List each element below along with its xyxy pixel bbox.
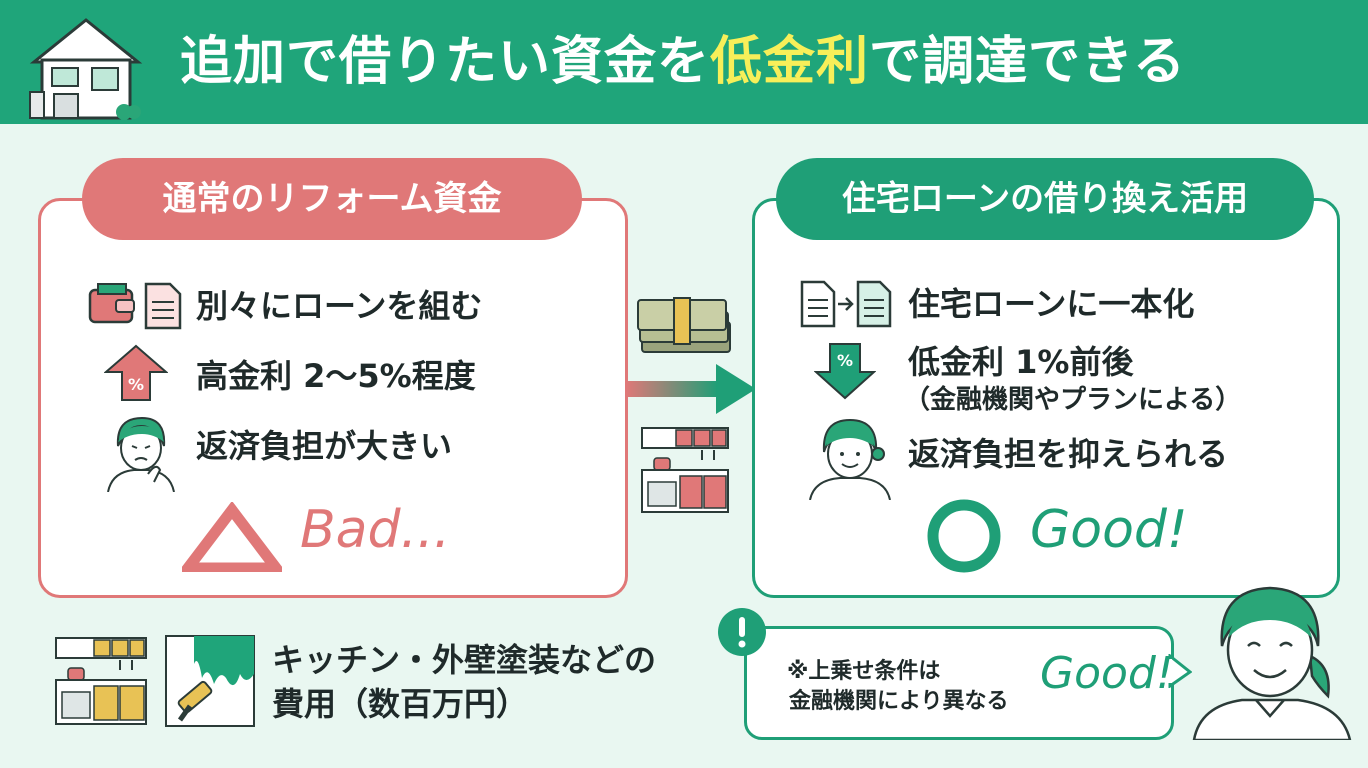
worried-person-icon — [107, 416, 175, 492]
svg-text:%: % — [837, 351, 853, 370]
right-row-low-interest-note: （金融機関やプランによる） — [904, 385, 1242, 415]
right-row-unify-loan: 住宅ローンに一本化 — [908, 285, 1195, 323]
wallet-document-icon — [88, 282, 182, 330]
triangle-icon — [182, 502, 282, 572]
header-bar: 追加で借りたい資金を低金利で調達できる — [0, 0, 1368, 124]
circle-icon — [927, 499, 1001, 573]
right-row-reduced-burden: 返済負担を抑えられる — [908, 435, 1229, 473]
documents-merge-icon — [800, 280, 892, 328]
smiling-woman-icon — [1192, 586, 1352, 740]
arrow-right-icon — [626, 364, 756, 414]
note-good-label: Good! — [1040, 648, 1174, 699]
refinance-card — [752, 198, 1340, 598]
left-row-separate-loans: 別々にローンを組む — [196, 287, 483, 325]
kitchen-icon — [641, 427, 729, 513]
bad-label: Bad... — [300, 500, 451, 560]
note-bubble: ※上乗せ条件は 金融機関により異なる — [744, 626, 1174, 740]
svg-text:%: % — [128, 375, 144, 394]
right-row-low-interest: 低金利 1%前後 — [908, 343, 1134, 381]
good-label: Good! — [1030, 500, 1188, 560]
left-row-high-interest: 高金利 2〜5%程度 — [196, 357, 476, 395]
percent-down-arrow-icon: % — [814, 343, 876, 400]
money-stack-icon — [637, 297, 731, 353]
paint-roller-icon — [165, 635, 255, 727]
percent-up-arrow-icon: % — [104, 344, 168, 401]
page-title: 追加で借りたい資金を低金利で調達できる — [180, 32, 1186, 92]
title-highlight: 低金利 — [710, 32, 870, 92]
smiling-person-icon — [809, 418, 891, 500]
note-text: ※上乗せ条件は 金融機関により異なる — [787, 659, 1009, 714]
house-icon — [29, 18, 143, 120]
normal-reform-heading: 通常のリフォーム資金 — [82, 158, 582, 240]
kitchen-icon — [55, 637, 147, 725]
bottom-costs-line1: キッチン・外壁塗装などの — [272, 641, 657, 679]
exclamation-icon — [718, 608, 766, 656]
bubble-tail — [1168, 654, 1192, 688]
refinance-heading: 住宅ローンの借り換え活用 — [776, 158, 1314, 240]
left-row-heavy-burden: 返済負担が大きい — [196, 427, 453, 465]
bottom-costs-line2: 費用（数百万円） — [272, 685, 529, 723]
